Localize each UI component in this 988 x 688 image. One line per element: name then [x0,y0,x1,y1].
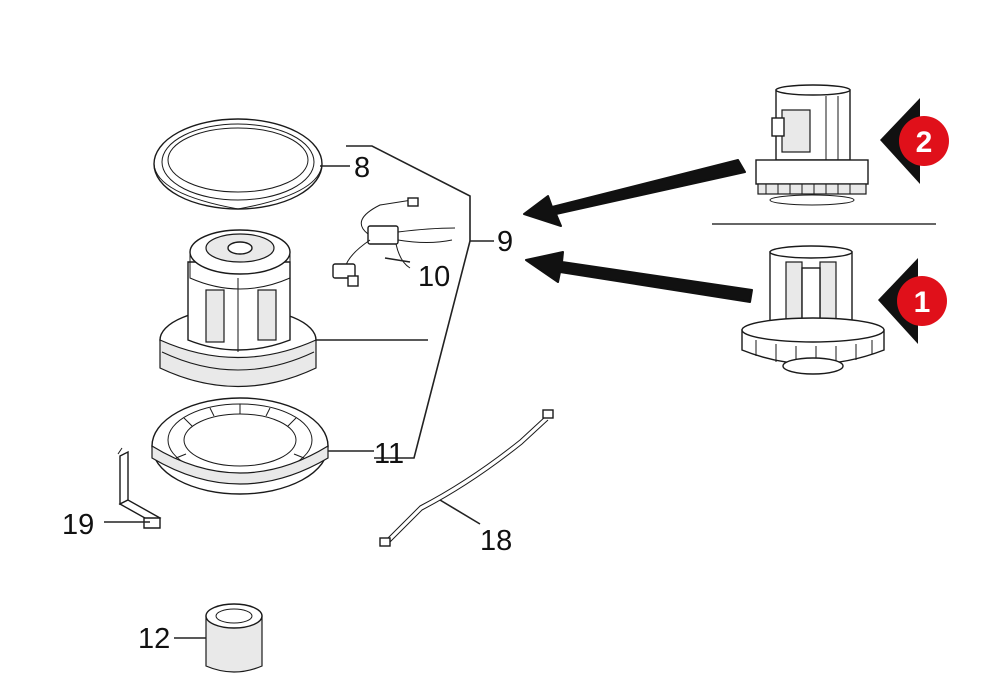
part-19-bracket [117,447,162,529]
label-11: 11 [374,438,404,470]
arrow-icon-variant-2 [523,159,746,227]
part-10-wiring-harness [332,197,456,287]
label-12: 12 [138,623,170,655]
variant-2-badge: 2 [880,98,949,184]
part-12-cap [205,603,263,673]
label-9: 9 [497,226,513,258]
motor-assembly [159,229,317,387]
variant-1-badge-number: 1 [914,286,931,319]
label-10: 10 [418,261,450,293]
part-11-diffuser-ring [151,397,329,495]
variant-1-badge-circle [897,276,947,326]
part-8-gasket-ring [153,118,323,210]
label-18: 18 [480,525,512,557]
arrow-icon-variant-1 [525,251,753,303]
label-8: 8 [354,152,370,184]
variant-2-badge-number: 2 [916,126,933,159]
leader-lines [104,145,494,639]
part-18-cable [379,409,554,547]
variant-1-motor [741,245,885,375]
variant-2-motor [755,84,869,206]
label-19: 19 [62,509,94,541]
variant-1-badge: 1 [878,258,947,344]
variant-2-badge-circle [899,116,949,166]
